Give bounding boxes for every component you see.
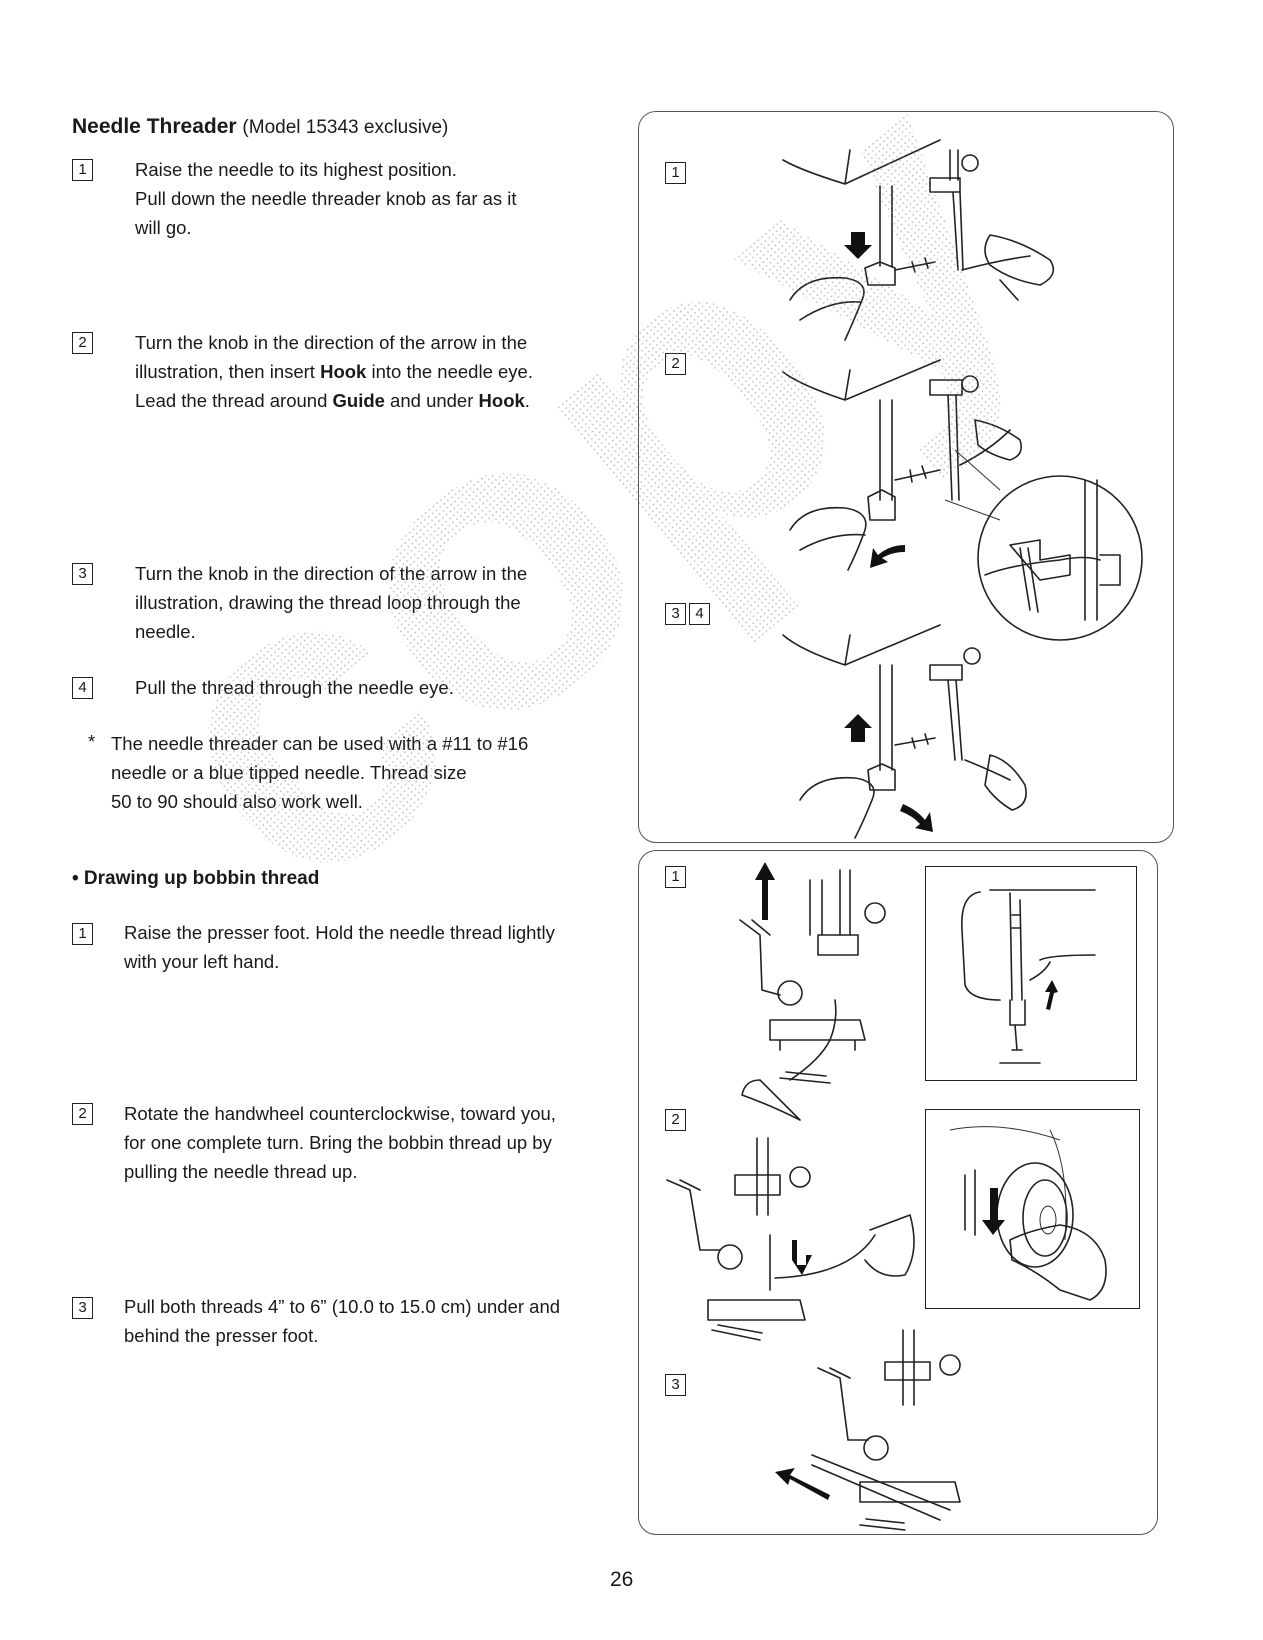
term-guide: Guide	[332, 390, 385, 411]
text-run: illustration, then insert	[135, 361, 321, 382]
term-hook: Hook	[478, 390, 525, 411]
threader-step-2-text: Turn the knob in the direction of the ar…	[135, 328, 533, 415]
text-line: Rotate the handwheel counterclockwise, t…	[124, 1103, 556, 1124]
step-number-1: 1	[72, 159, 93, 181]
figure-label-4: 4	[689, 603, 710, 625]
bobbin-figure-label-1: 1	[665, 866, 686, 888]
handwheel-inset	[925, 1109, 1140, 1309]
machine-side-inset	[925, 866, 1137, 1081]
text-line: illustration, drawing the thread loop th…	[135, 592, 521, 613]
text-line: needle or a blue tipped needle. Thread s…	[111, 762, 467, 783]
bobbin-step-number-2: 2	[72, 1103, 93, 1125]
bobbin-figure-label-3: 3	[665, 1374, 686, 1396]
section-title-main: Needle Threader	[72, 115, 237, 138]
figure-label-1: 1	[665, 162, 686, 184]
needle-note: The needle threader can be used with a #…	[111, 729, 528, 816]
text-line: Lead the thread around Guide and under H…	[135, 386, 533, 415]
text-line: Raise the presser foot. Hold the needle …	[124, 922, 555, 943]
text-line: needle.	[135, 621, 196, 642]
threader-figure-panel	[638, 111, 1174, 843]
step-number-2: 2	[72, 332, 93, 354]
bobbin-figure-label-2: 2	[665, 1109, 686, 1131]
bobbin-step-2-text: Rotate the handwheel counterclockwise, t…	[124, 1099, 556, 1186]
step-number-3: 3	[72, 563, 93, 585]
text-line: The needle threader can be used with a #…	[111, 733, 529, 754]
text-run: and under	[384, 390, 479, 411]
bobbin-step-number-1: 1	[72, 923, 93, 945]
text-line: 50 to 90 should also work well.	[111, 791, 363, 812]
term-hook: Hook	[320, 361, 367, 382]
figure-label-2: 2	[665, 353, 686, 375]
page-number: 26	[610, 1568, 634, 1591]
text-line: for one complete turn. Bring the bobbin …	[124, 1132, 552, 1153]
text-line: behind the presser foot.	[124, 1325, 319, 1346]
text-line: illustration, then insert Hook into the …	[135, 357, 533, 386]
text-line: Turn the knob in the direction of the ar…	[135, 332, 528, 353]
section-title: Needle Threader (Model 15343 exclusive)	[72, 115, 448, 139]
bobbin-figure-panel	[638, 850, 1158, 1535]
text-run: into the needle eye.	[366, 361, 533, 382]
text-line: with your left hand.	[124, 951, 280, 972]
text-run: Lead the thread around	[135, 390, 333, 411]
section-title-model: (Model 15343 exclusive)	[242, 117, 449, 138]
bobbin-step-1-text: Raise the presser foot. Hold the needle …	[124, 918, 555, 976]
step-number-4: 4	[72, 677, 93, 699]
text-line: will go.	[135, 217, 192, 238]
text-line: Pull both threads 4” to 6” (10.0 to 15.0…	[124, 1296, 561, 1317]
text-line: Pull the thread through the needle eye.	[135, 677, 454, 698]
text-line: Pull down the needle threader knob as fa…	[135, 188, 517, 209]
bobbin-step-3-text: Pull both threads 4” to 6” (10.0 to 15.0…	[124, 1292, 560, 1350]
note-asterisk: *	[88, 731, 96, 752]
bobbin-step-number-3: 3	[72, 1297, 93, 1319]
text-line: Raise the needle to its highest position…	[135, 159, 457, 180]
threader-step-1-text: Raise the needle to its highest position…	[135, 155, 517, 242]
bobbin-section-title: • Drawing up bobbin thread	[72, 868, 320, 889]
text-line: pulling the needle thread up.	[124, 1161, 358, 1182]
text-run: .	[524, 390, 530, 411]
threader-step-4-text: Pull the thread through the needle eye.	[135, 673, 454, 702]
threader-step-3-text: Turn the knob in the direction of the ar…	[135, 559, 527, 646]
watermark-text: copy	[56, 0, 1112, 980]
figure-label-3: 3	[665, 603, 686, 625]
text-line: Turn the knob in the direction of the ar…	[135, 563, 528, 584]
